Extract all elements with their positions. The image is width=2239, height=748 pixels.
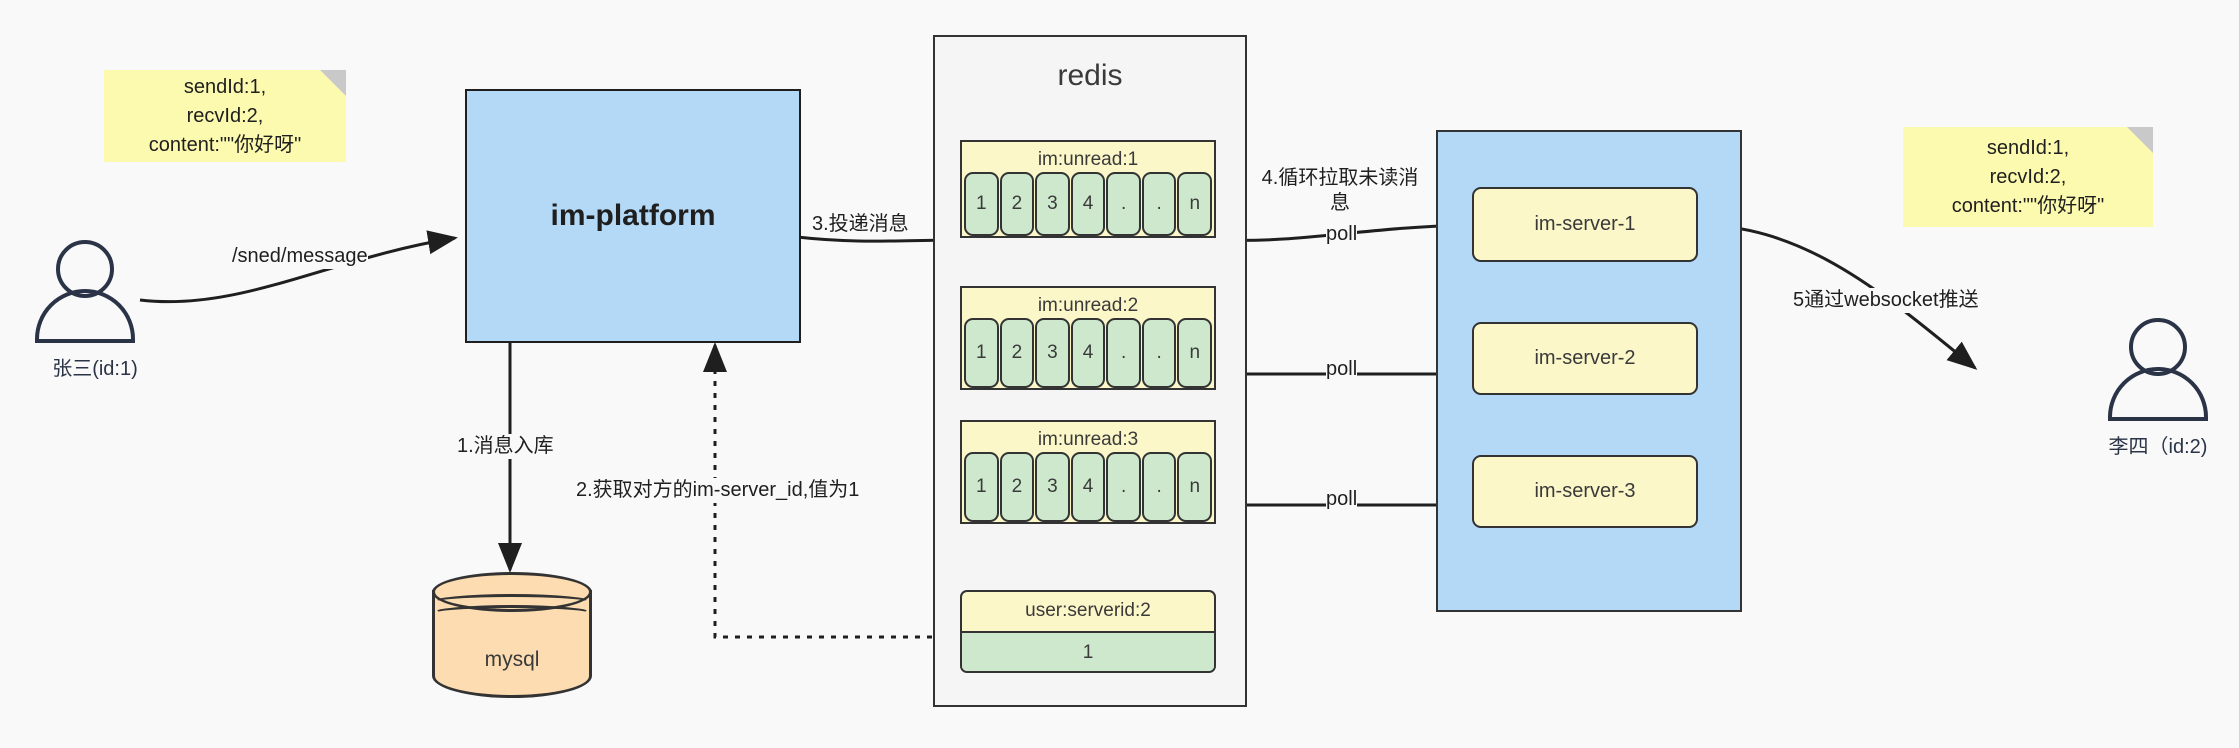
list-cell: 3 [1035, 172, 1070, 236]
mysql-database-node[interactable]: mysql [432, 572, 592, 704]
list-cell: 4 [1070, 172, 1106, 236]
list-cell: 1 [964, 172, 999, 236]
list-cell: . [1141, 172, 1177, 236]
edge-label-step2: 2.获取对方的im-server_id,值为1 [576, 478, 860, 503]
list-cell: 2 [999, 318, 1035, 388]
edge-label-step4: 4.循环拉取未读消 息 [1256, 166, 1424, 216]
actor-body-icon [2108, 367, 2208, 421]
im-server-1-label: im-server-1 [1534, 213, 1636, 235]
edge-label-step1: 1.消息入库 [457, 434, 554, 459]
edge-label-poll-2: poll [1326, 357, 1358, 382]
note-left-message-payload: sendId:1, recvId:2, content:""你好呀" [104, 70, 346, 162]
note-fold-icon [320, 70, 346, 96]
redis-list-im-unread-1[interactable]: im:unread:1 1 2 3 4 . . n [960, 140, 1216, 238]
im-server-1-node[interactable]: im-server-1 [1472, 187, 1698, 262]
redis-kv-user-serverid[interactable]: user:serverid:2 1 [960, 590, 1216, 673]
redis-list-key-1: im:unread:1 [1037, 149, 1139, 170]
actor-sender [20, 240, 150, 370]
redis-list-key-2: im:unread:2 [1037, 295, 1139, 316]
list-cell: 1 [964, 452, 999, 522]
redis-list-cells-3: 1 2 3 4 . . n [962, 452, 1214, 524]
edge-label-step5: 5通过websocket推送 [1793, 288, 1979, 313]
list-cell: . [1106, 172, 1141, 236]
im-server-3-node[interactable]: im-server-3 [1472, 455, 1698, 528]
cylinder-ridge-2 [432, 605, 592, 621]
redis-list-im-unread-2[interactable]: im:unread:2 1 2 3 4 . . n [960, 286, 1216, 390]
im-platform-node[interactable]: im-platform [465, 89, 801, 343]
list-cell: 3 [1035, 452, 1070, 522]
list-cell: n [1177, 318, 1213, 388]
redis-title: redis [1057, 59, 1123, 92]
note-right-text: sendId:1, recvId:2, content:""你好呀" [1951, 136, 2105, 217]
list-cell: n [1177, 172, 1213, 236]
actor-sender-label: 张三(id:1) [52, 358, 138, 380]
list-cell: 3 [1035, 318, 1070, 388]
redis-list-cells-1: 1 2 3 4 . . n [962, 172, 1214, 238]
list-cell: . [1106, 318, 1141, 388]
cylinder-ridge-1 [432, 594, 592, 610]
actor-body-icon [35, 289, 135, 343]
note-fold-icon [2127, 127, 2153, 153]
edge-label-send-message: /sned/message [232, 244, 368, 269]
im-server-2-label: im-server-2 [1534, 347, 1636, 369]
note-right-message-payload: sendId:1, recvId:2, content:""你好呀" [1903, 127, 2153, 227]
redis-kv-value: 1 [962, 633, 1214, 671]
edge-label-step3: 3.投递消息 [812, 212, 909, 237]
mysql-label: mysql [484, 648, 540, 671]
actor-receiver-label: 李四（id:2) [2108, 436, 2208, 458]
actor-receiver [2093, 318, 2223, 448]
redis-list-im-unread-3[interactable]: im:unread:3 1 2 3 4 . . n [960, 420, 1216, 524]
redis-list-cells-2: 1 2 3 4 . . n [962, 318, 1214, 390]
im-platform-label: im-platform [550, 199, 716, 232]
list-cell: 4 [1070, 318, 1106, 388]
note-left-text: sendId:1, recvId:2, content:""你好呀" [148, 75, 302, 156]
list-cell: 2 [999, 452, 1035, 522]
list-cell: 4 [1070, 452, 1106, 522]
edge-label-poll-1: poll [1326, 222, 1358, 247]
list-cell: 1 [964, 318, 999, 388]
im-server-3-label: im-server-3 [1534, 480, 1636, 502]
list-cell: . [1141, 318, 1177, 388]
redis-list-key-3: im:unread:3 [1037, 429, 1139, 450]
im-server-2-node[interactable]: im-server-2 [1472, 322, 1698, 395]
redis-kv-key: user:serverid:2 [962, 592, 1214, 633]
edge-label-poll-3: poll [1326, 487, 1358, 512]
list-cell: . [1106, 452, 1141, 522]
list-cell: 2 [999, 172, 1035, 236]
list-cell: . [1141, 452, 1177, 522]
list-cell: n [1177, 452, 1213, 522]
